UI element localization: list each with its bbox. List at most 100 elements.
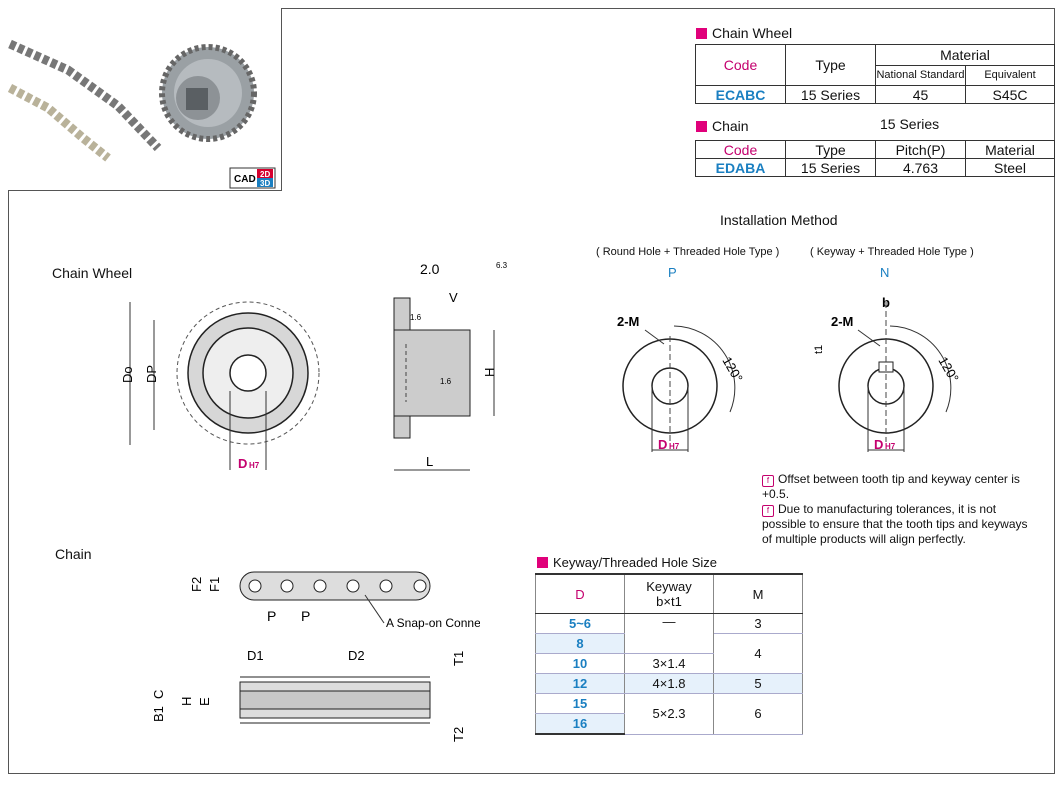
round-angle: 120° [719,354,745,385]
header-code: Code [695,140,786,159]
wheel-side-view [393,297,471,439]
cell-code[interactable]: EDABA [695,158,786,177]
cell-type: 15 Series [785,158,876,177]
wheel-dh7-sub: H7 [249,461,260,470]
cell-national: 45 [875,85,966,104]
keyway-table-title: Keyway/Threaded Hole Size [537,555,717,570]
round-dh7: D [658,437,667,452]
header-equivalent: Equivalent [965,64,1055,86]
row-d: 5~6 [535,613,625,634]
header-m: M [713,573,803,614]
chain-top-view [239,571,431,601]
product-photo: CAD 2D 3D [7,8,282,191]
chain-d2: D2 [348,648,365,663]
cell-equivalent: S45C [965,85,1055,104]
header-material: Material [875,44,1055,66]
keyway-dh7: D [874,437,883,452]
keyway-dh7-sub: H7 [885,442,896,451]
header-type: Type [785,44,876,86]
cell-material: Steel [965,158,1055,177]
header-type: Type [785,140,876,159]
keyway-angle: 120° [935,354,961,385]
row-d: 16 [535,713,625,735]
roughness-1-6-b: 1.6 [440,377,452,386]
row-m: 4 [713,633,803,674]
row-m: 5 [713,673,803,694]
cell-code[interactable]: ECABC [695,85,786,104]
section-marker-icon [537,557,548,568]
keyway-t1: t1 [813,345,825,354]
wheel-do: Do [120,366,135,383]
round-2m: 2-M [617,314,639,329]
chain-series-note: 15 Series [880,116,940,132]
row-d: 15 [535,693,625,714]
installation-title: Installation Method [720,212,838,228]
cad-badge[interactable]: CAD 2D 3D [229,167,276,189]
header-keyway: Keyway b×t1 [624,573,714,614]
row-d: 8 [535,633,625,654]
wheel-front-view [176,301,320,445]
chain-side-view [239,676,431,724]
roughness-6-3: 6.3 [496,261,508,270]
chain-table: Code Type Pitch(P) Material EDABA 15 Ser… [695,140,1055,177]
chain-f1: F1 [207,577,222,592]
chain-b1: B1 [151,706,166,722]
chain-p-2: P [301,608,310,624]
chain-drawing-title: Chain [55,546,92,562]
dim-l: L [426,454,433,469]
round-dh7-sub: H7 [669,442,680,451]
round-letter: P [668,265,677,280]
chain-t1: T1 [451,651,466,666]
header-pitch: Pitch(P) [875,140,966,159]
chain-table-title: Chain [696,118,749,134]
cell-type: 15 Series [785,85,876,104]
chain-d1: D1 [247,648,264,663]
connector-label: A Snap-on Connector [386,616,480,630]
wheel-dp: DP [144,365,159,383]
keyway-table: D Keyway b×t1 M 5~6 — 3 8 4 10 3×1.4 12 … [535,573,803,735]
wheel-drawing-title: Chain Wheel [52,265,133,281]
product-photo-illustration: CAD 2D 3D [7,39,276,189]
row-keyway: 4×1.8 [624,673,714,694]
row-m: 6 [713,693,803,735]
section-marker-icon [696,120,707,132]
row-m: 3 [713,613,803,634]
row-keyway: 3×1.4 [624,653,714,674]
chain-e: E [197,697,212,706]
roughness-1-6-a: 1.6 [410,313,422,322]
installation-drawings: P D H7 2-M 120° N b D H7 2-M 120° t1 [617,265,962,452]
dim-v: V [449,290,458,305]
wheel-drawing: Do DP D H7 2.0 V H L 1.6 1.6 6.3 [120,261,508,471]
badge-3d: 3D [260,179,270,188]
note-icon: f [762,475,774,487]
chain-h: H [179,697,194,706]
header-material: Material [965,140,1055,159]
page-frame [8,8,1055,774]
chain-p-1: P [267,608,276,624]
wheel-dh7: D [238,456,247,471]
chain-c: C [151,690,166,699]
note-icon: f [762,505,774,517]
keyway-letter: N [880,265,889,280]
header-d: D [535,573,625,614]
dim-2-0: 2.0 [420,261,440,277]
section-marker-icon [696,27,707,39]
chain-wheel-table-title: Chain Wheel [696,25,792,41]
header-national-standard: National Standard [875,64,966,86]
row-keyway: — [624,613,714,654]
row-keyway: 5×2.3 [624,693,714,735]
chain-wheel-table: Code Type Material National Standard Equ… [695,44,1055,104]
row-d: 10 [535,653,625,674]
chain-t2: T2 [451,727,466,742]
keyway-2m: 2-M [831,314,853,329]
row-d: 12 [535,673,625,694]
badge-2d: 2D [260,170,270,179]
keyway-type-caption: ( Keyway + Threaded Hole Type ) [810,246,974,258]
cad-label: CAD [234,174,256,185]
dim-h: H [482,368,497,377]
cell-pitch: 4.763 [875,158,966,177]
header-code: Code [695,44,786,86]
